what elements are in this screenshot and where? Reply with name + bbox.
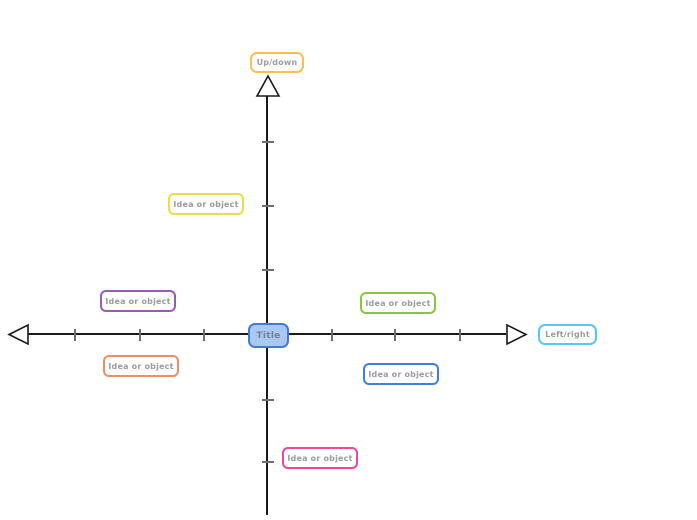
idea-box-pink[interactable]: Idea or object: [282, 447, 358, 469]
right-arrowhead-icon: [506, 323, 528, 346]
x-axis-tick: [459, 329, 461, 341]
x-axis-tick: [394, 329, 396, 341]
y-axis-tick: [262, 461, 274, 463]
idea-box-blue[interactable]: Idea or object: [363, 363, 439, 385]
idea-box-yellow[interactable]: Idea or object: [168, 193, 244, 215]
y-axis-tick: [262, 141, 274, 143]
idea-box-orange[interactable]: Idea or object: [103, 355, 179, 377]
x-axis-tick: [139, 329, 141, 341]
x-axis-tick: [74, 329, 76, 341]
vertical-axis-line: [266, 96, 268, 515]
title-box[interactable]: Title: [248, 323, 289, 348]
idea-box-green[interactable]: Idea or object: [360, 292, 436, 314]
x-axis-tick: [203, 329, 205, 341]
vertical-axis-label-box[interactable]: Up/down: [250, 52, 304, 73]
y-axis-tick: [262, 399, 274, 401]
x-axis-tick: [331, 329, 333, 341]
y-axis-tick: [262, 269, 274, 271]
y-axis-tick: [262, 205, 274, 207]
up-arrowhead-icon: [255, 74, 281, 97]
idea-box-purple[interactable]: Idea or object: [100, 290, 176, 312]
left-arrowhead-icon: [7, 323, 29, 346]
horizontal-axis-label-box[interactable]: Left/right: [538, 324, 597, 345]
